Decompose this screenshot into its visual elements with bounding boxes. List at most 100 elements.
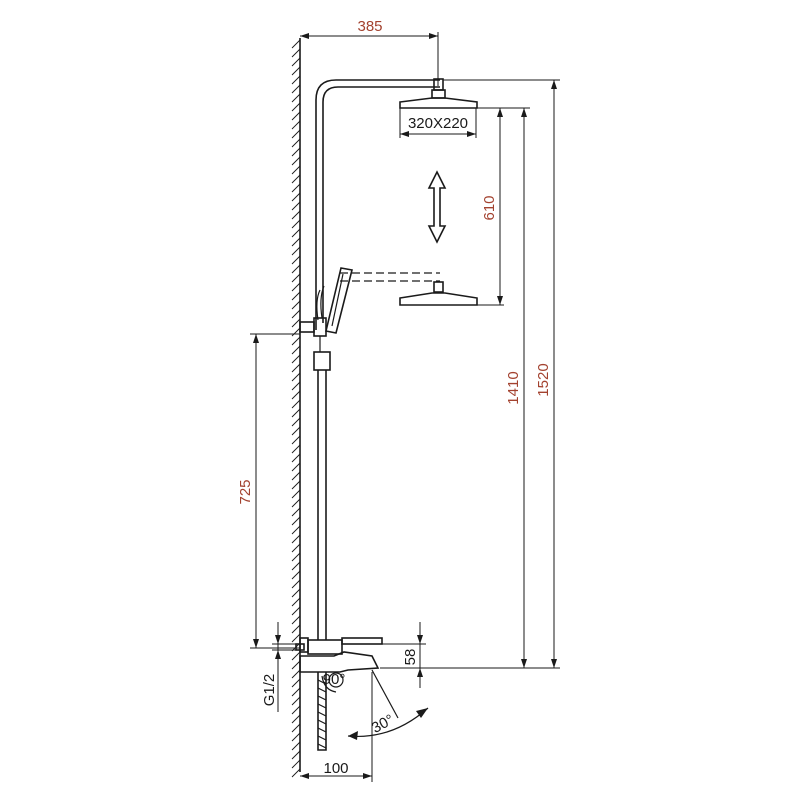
hatch-stroke	[291, 111, 301, 121]
wall-hatching	[291, 39, 301, 778]
label-1410: 1410	[505, 371, 522, 404]
hatch-stroke	[291, 219, 301, 229]
hatch-stroke	[291, 129, 301, 139]
hatch-stroke	[291, 561, 301, 571]
hose-curve-1	[316, 289, 321, 321]
angle-ray-30	[371, 669, 399, 719]
double-arrow-shape	[427, 170, 447, 244]
riser-pipe-outer	[315, 79, 440, 330]
arrowhead	[417, 668, 423, 677]
arrowhead	[275, 650, 281, 659]
hatch-stroke	[291, 669, 301, 679]
arrowhead	[497, 296, 503, 305]
arrowhead	[551, 80, 557, 89]
hatch-stroke	[291, 327, 301, 337]
label-100: 100	[323, 760, 348, 777]
hatch-stroke	[291, 525, 301, 535]
hatch-stroke	[291, 309, 301, 319]
head-plate-low	[399, 292, 478, 306]
hose-down	[317, 672, 327, 751]
mixer-body-top	[307, 639, 343, 655]
hatch-stroke	[291, 408, 301, 418]
hatch-stroke	[291, 678, 301, 688]
arrowhead	[521, 659, 527, 668]
angle-annotations	[321, 669, 429, 740]
arc-30-arrow-a	[348, 731, 358, 740]
label-1520: 1520	[535, 363, 552, 396]
hatch-stroke	[291, 372, 301, 382]
arrowhead	[363, 773, 372, 779]
hatch-stroke	[291, 66, 301, 76]
hatch-stroke	[291, 381, 301, 391]
arrowhead	[467, 131, 476, 137]
diverter-knob	[328, 672, 344, 688]
hatch-stroke	[291, 543, 301, 553]
hatch-stroke	[291, 192, 301, 202]
bath-mixer	[295, 637, 383, 751]
arrowhead	[300, 773, 309, 779]
hatch-stroke	[291, 147, 301, 157]
hand-shower-body	[325, 267, 353, 334]
head-plate	[399, 97, 478, 109]
wall	[291, 38, 301, 778]
hatch-stroke	[291, 273, 301, 283]
label-58: 58	[402, 649, 419, 666]
shower-column	[315, 79, 440, 640]
hatch-stroke	[291, 579, 301, 589]
hatch-stroke	[291, 552, 301, 562]
hatch-stroke	[291, 264, 301, 274]
hatch-stroke	[291, 336, 301, 346]
label-610: 610	[481, 195, 498, 220]
hatch-stroke	[291, 660, 301, 670]
hatch-stroke	[291, 57, 301, 67]
mixer-inlet	[295, 643, 305, 651]
hatch-stroke	[291, 588, 301, 598]
hatch-stroke	[291, 516, 301, 526]
hatch-stroke	[291, 606, 301, 616]
hose-curve-2	[320, 285, 325, 319]
hatch-stroke	[291, 174, 301, 184]
hatch-stroke	[291, 768, 301, 778]
hatch-stroke	[291, 453, 301, 463]
head-connector-low	[433, 281, 444, 293]
hatch-stroke	[291, 390, 301, 400]
arc-90	[321, 675, 337, 693]
hatch-stroke	[291, 183, 301, 193]
rain-shower-head-lowered	[340, 272, 478, 306]
label-head-size: 320X220	[408, 115, 468, 132]
hatch-stroke	[291, 705, 301, 715]
hatch-stroke	[291, 615, 301, 625]
hatch-stroke	[291, 714, 301, 724]
hatch-stroke	[291, 156, 301, 166]
arrowhead	[497, 108, 503, 117]
arc-30-arrow-b	[416, 708, 428, 718]
hatch-stroke	[291, 318, 301, 328]
hatch-stroke	[291, 102, 301, 112]
label-385: 385	[357, 18, 382, 35]
lever-handle	[341, 637, 383, 645]
arrowhead	[275, 635, 281, 644]
hatch-stroke	[291, 759, 301, 769]
hatch-stroke	[291, 489, 301, 499]
arrowhead	[400, 131, 409, 137]
hatch-stroke	[291, 480, 301, 490]
arrowhead	[551, 659, 557, 668]
hand-shower	[299, 267, 353, 371]
hatch-stroke	[291, 165, 301, 175]
spout-body	[299, 651, 380, 673]
hatch-stroke	[291, 228, 301, 238]
hatch-stroke	[291, 39, 301, 49]
hatch-stroke	[291, 363, 301, 373]
hatch-stroke	[291, 246, 301, 256]
arrowhead	[429, 33, 438, 39]
hatch-stroke	[291, 93, 301, 103]
hatch-stroke	[291, 435, 301, 445]
arrowhead	[521, 108, 527, 117]
hatch-stroke	[291, 255, 301, 265]
label-angle-90: 90°	[323, 671, 346, 688]
hatch-stroke	[291, 345, 301, 355]
label-angle-30: 30°	[369, 711, 397, 737]
wall-bracket	[299, 321, 315, 333]
arrowhead	[300, 33, 309, 39]
